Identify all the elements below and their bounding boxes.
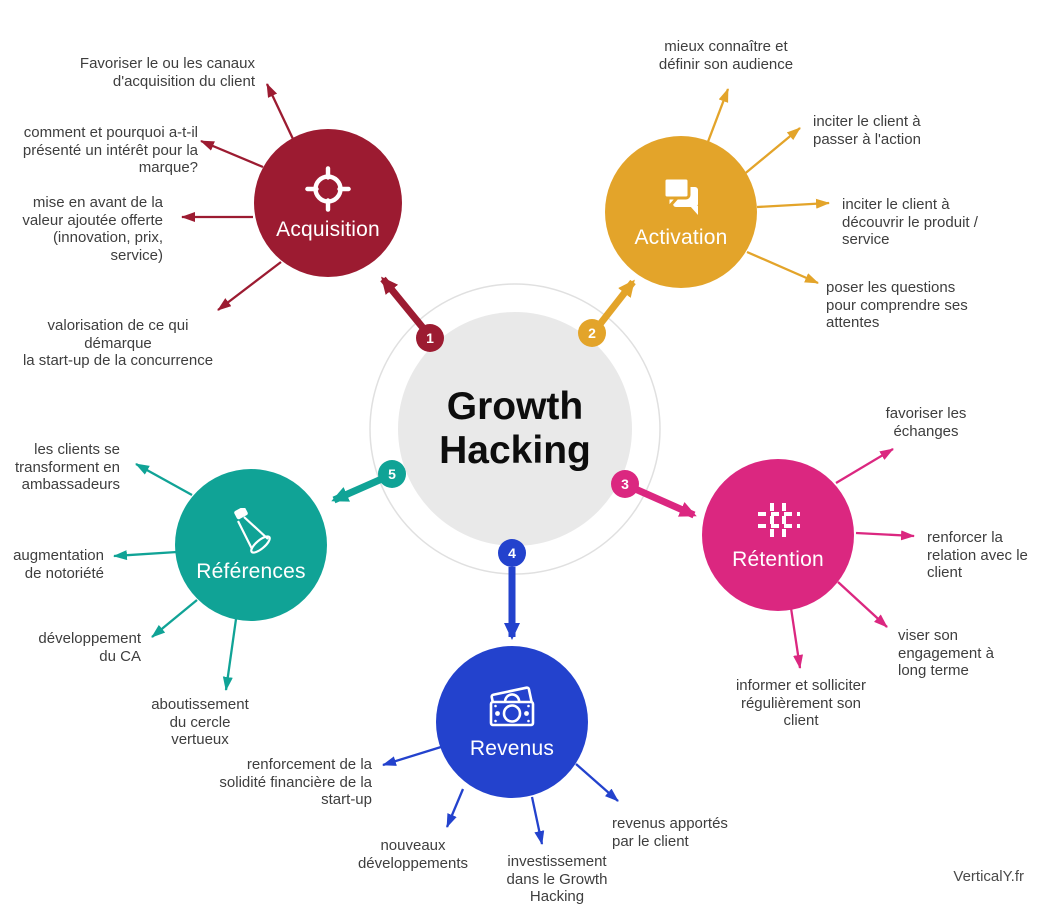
node-activation-label: Activation bbox=[634, 226, 728, 249]
step-badge-2: 2 bbox=[578, 319, 606, 347]
retention-note-arrows bbox=[789, 448, 915, 669]
note-references-1: augmentation de notoriété bbox=[13, 547, 104, 582]
target-icon bbox=[305, 166, 351, 212]
chat-bubbles-icon bbox=[662, 176, 698, 215]
node-acquisition: Acquisition bbox=[254, 129, 402, 277]
node-references: Références bbox=[175, 469, 327, 621]
note-revenus-3: revenus apportés par le client bbox=[612, 815, 728, 850]
note-activation-2: inciter le client à découvrir le produit… bbox=[842, 196, 978, 248]
center-circle: Growth Hacking bbox=[398, 312, 632, 546]
note-references-0: les clients se transforment en ambassade… bbox=[14, 441, 120, 493]
note-acquisition-3: valorisation de ce qui démarque la start… bbox=[22, 317, 214, 369]
acquisition-note-arrows bbox=[181, 83, 295, 311]
node-revenus-label: Revenus bbox=[469, 737, 555, 760]
revenus-note-arrows bbox=[382, 745, 619, 845]
banknotes-icon bbox=[489, 686, 535, 727]
references-note-arrows bbox=[113, 462, 238, 691]
note-activation-1: inciter le client à passer à l'action bbox=[813, 113, 921, 148]
watermark: VerticalY.fr bbox=[953, 868, 1024, 885]
node-revenus: Revenus bbox=[436, 646, 588, 798]
hash-grid-icon bbox=[756, 501, 800, 541]
note-revenus-0: renforcement de la solidité financière d… bbox=[219, 756, 372, 808]
note-retention-3: informer et solliciter régulièrement son… bbox=[735, 677, 867, 729]
step-badge-1: 1 bbox=[416, 324, 444, 352]
step-arrows bbox=[331, 276, 697, 640]
note-acquisition-2: mise en avant de la valeur ajoutée offer… bbox=[22, 194, 163, 264]
note-acquisition-1: comment et pourquoi a-t-il présenté un i… bbox=[22, 124, 198, 176]
note-activation-3: poser les questions pour comprendre ses … bbox=[826, 279, 968, 331]
diagram-title: Growth Hacking bbox=[439, 385, 591, 472]
node-retention: Rétention bbox=[702, 459, 854, 611]
note-retention-1: renforcer la relation avec le client bbox=[927, 529, 1028, 581]
note-retention-0: favoriser les échanges bbox=[885, 405, 967, 440]
note-references-3: aboutissement du cercle vertueux bbox=[151, 696, 249, 748]
note-activation-0: mieux connaître et définir son audience bbox=[658, 38, 794, 73]
step-badge-4: 4 bbox=[498, 539, 526, 567]
activation-note-arrows bbox=[704, 88, 830, 285]
spotlight-icon bbox=[234, 508, 271, 554]
note-references-2: développement du CA bbox=[38, 630, 141, 665]
step-badge-3: 3 bbox=[611, 470, 639, 498]
note-retention-2: viser son engagement à long terme bbox=[898, 627, 994, 679]
node-acquisition-label: Acquisition bbox=[276, 218, 380, 241]
note-revenus-2: investissement dans le Growth Hacking bbox=[506, 853, 608, 905]
node-references-label: Références bbox=[196, 560, 306, 583]
note-revenus-1: nouveaux développements bbox=[357, 837, 469, 872]
note-acquisition-0: Favoriser le ou les canaux d'acquisition… bbox=[79, 55, 255, 90]
node-activation: Activation bbox=[605, 136, 757, 288]
node-retention-label: Rétention bbox=[732, 548, 824, 571]
step-badge-5: 5 bbox=[378, 460, 406, 488]
